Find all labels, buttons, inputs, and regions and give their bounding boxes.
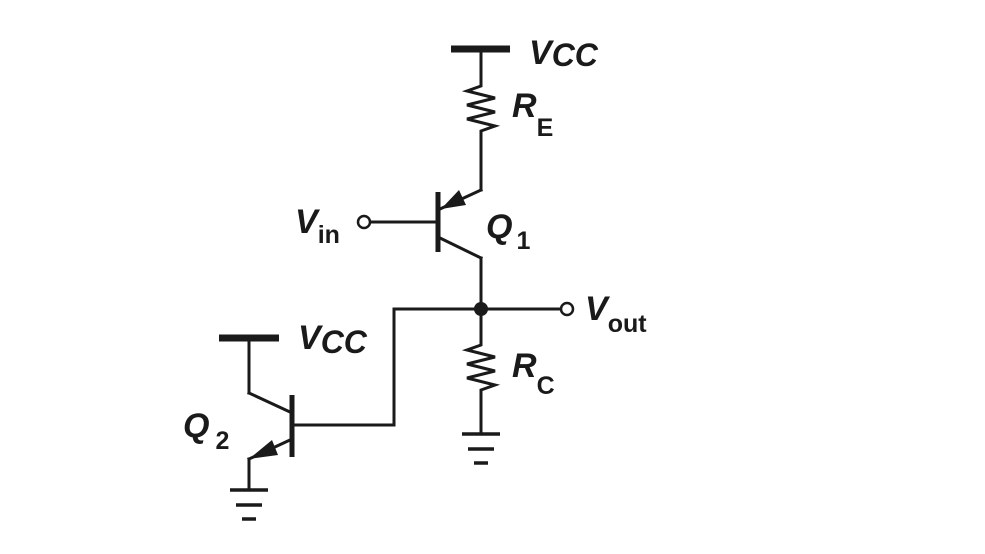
label-vin: Vin xyxy=(295,203,340,249)
q2-collector-lead xyxy=(247,391,292,414)
q1-emitter-arrow xyxy=(441,190,466,209)
label-vcc-top: VCC xyxy=(529,34,599,73)
resistor-re xyxy=(461,47,501,192)
label-rc: RC xyxy=(512,347,555,400)
ground-symbol-q2 xyxy=(230,488,268,521)
vin-terminal xyxy=(356,214,372,230)
q2-base-wire xyxy=(290,307,483,427)
label-vout: Vout xyxy=(585,290,647,338)
vout-terminal xyxy=(559,301,575,317)
label-re: RE xyxy=(512,87,553,142)
label-vcc-left: VCC xyxy=(298,319,368,360)
q2-emitter-arrow xyxy=(249,440,278,459)
q1-collector-lead xyxy=(437,235,484,261)
ground-symbol-rc xyxy=(462,432,500,465)
resistor-rc xyxy=(461,307,501,435)
